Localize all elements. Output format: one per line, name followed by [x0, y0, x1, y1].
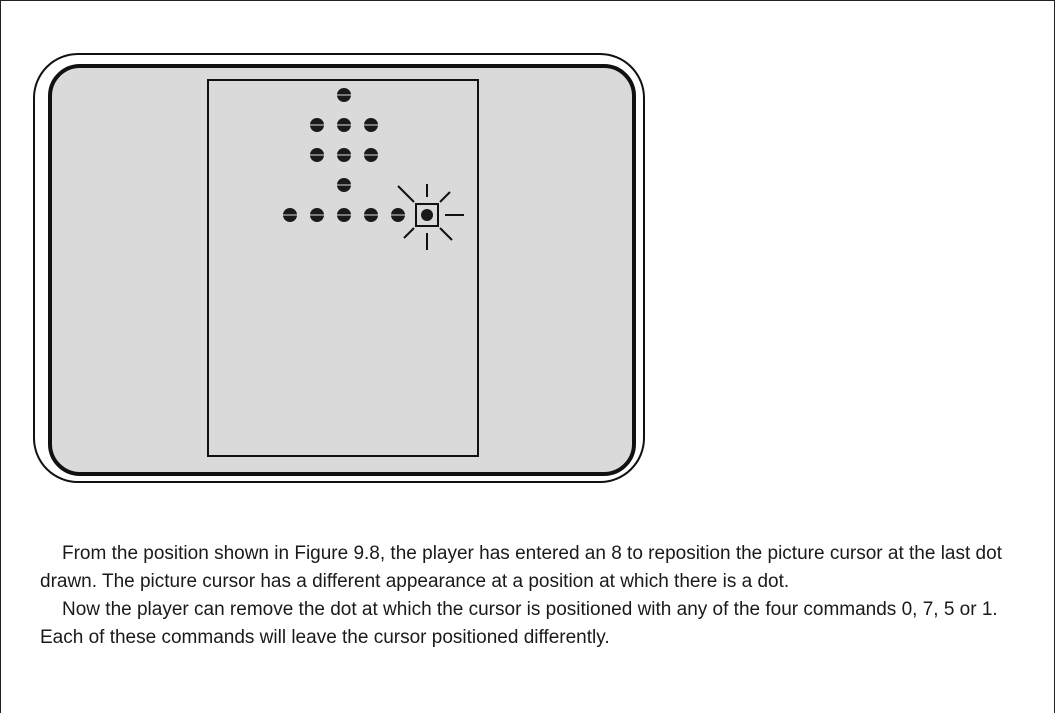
cursor-dot — [421, 209, 433, 221]
tv-screen-figure — [30, 50, 650, 490]
caption-paragraph: From the position shown in Figure 9.8, t… — [40, 540, 1030, 596]
tv-screen-illustration — [30, 50, 650, 490]
caption-paragraph: Now the player can remove the dot at whi… — [40, 596, 1030, 652]
figure-caption: From the position shown in Figure 9.8, t… — [40, 540, 1030, 652]
